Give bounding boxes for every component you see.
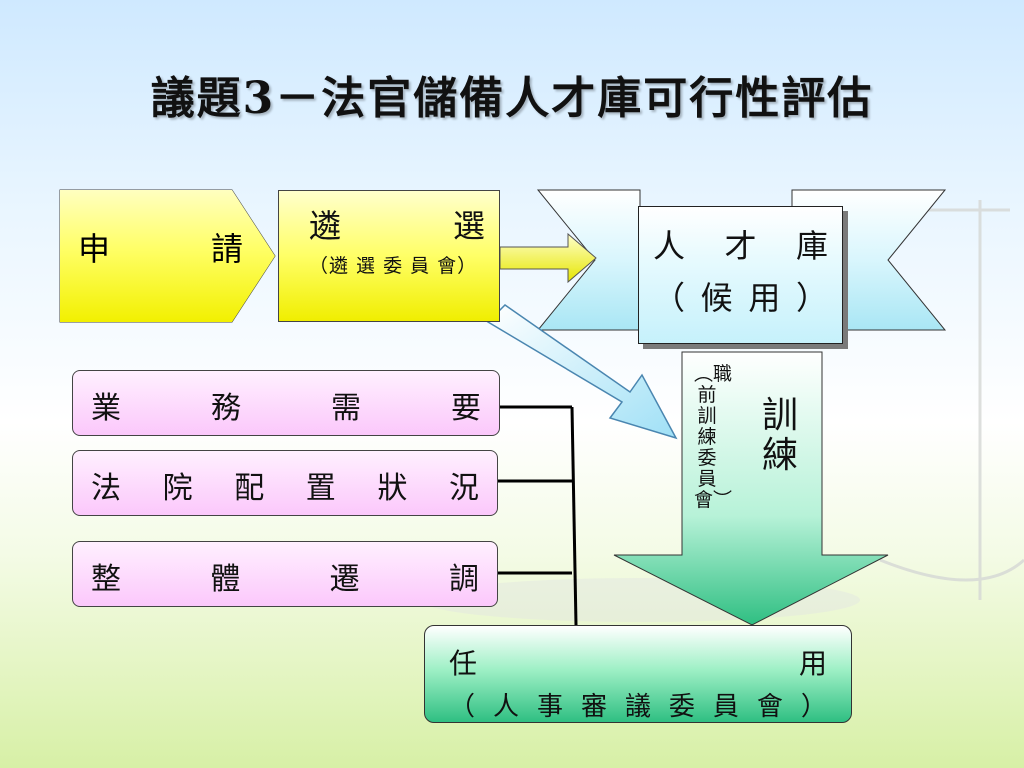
selection-committee: （遴 選 委 員 會） (309, 255, 478, 277)
selection-label: 遴 選 (309, 207, 485, 245)
appointment-label: 任 用 (449, 647, 827, 680)
apply-label: 申 請 (78, 230, 243, 268)
arrow-selection-to-training (486, 304, 678, 440)
factor-connectors (498, 405, 578, 626)
talent-pool-label: 人 才 庫 (653, 227, 828, 265)
factor-court-allocation: 法 院 配 置 狀 況 (72, 450, 498, 516)
factor-business-needs: 業 務 需 要 (72, 370, 500, 436)
talent-pool-status: （ 候 用 ） (653, 279, 828, 317)
appointment-box: 任 用 （ 人 事 審 議 委 員 會 ） (424, 625, 852, 723)
arrow-selection-to-pool (499, 232, 597, 284)
apply-step (60, 190, 275, 322)
factor-overall-transfer: 整 體 遷 調 (72, 541, 498, 607)
talent-pool-box: 人 才 庫 （ 候 用 ） (638, 206, 843, 344)
training-down-arrow (613, 351, 889, 626)
selection-step: 遴 選 （遴 選 委 員 會） (278, 190, 500, 322)
training-committee-label: ︵職前訓練委員會︶ (694, 363, 733, 511)
training-label: 訓練 (762, 395, 799, 476)
page-title: 議題3－法官儲備人才庫可行性評估 (150, 73, 874, 124)
appointment-committee: （ 人 事 審 議 委 員 會 ） (449, 692, 827, 722)
